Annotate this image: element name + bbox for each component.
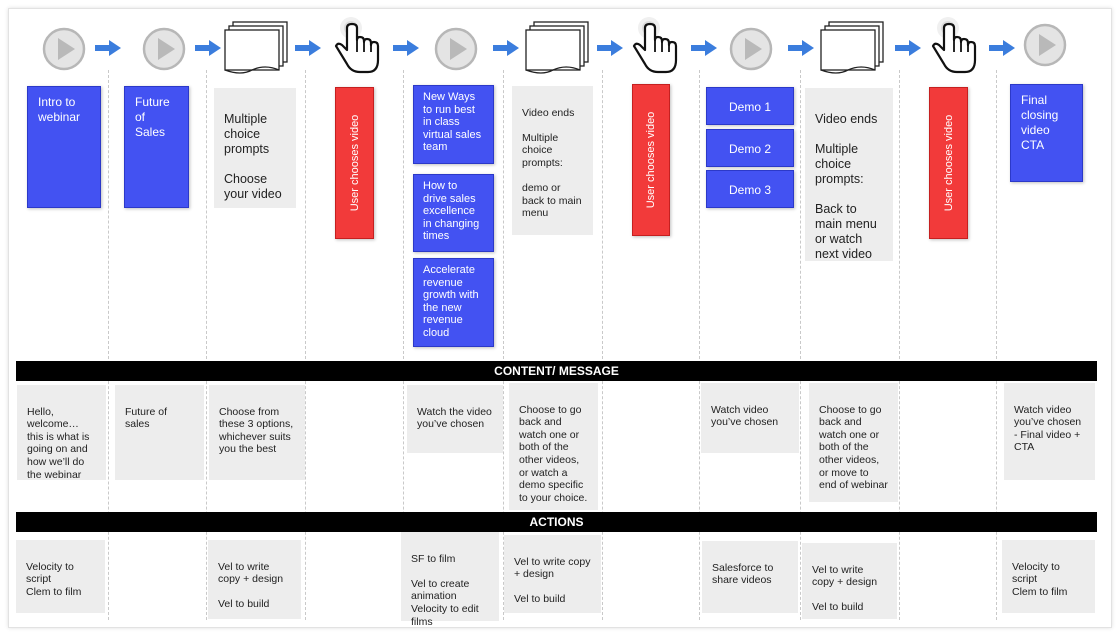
column-divider bbox=[899, 70, 900, 620]
action-cell-6: Vel to write copy + design Vel to build bbox=[504, 535, 601, 613]
stage-future-label: Future of Sales bbox=[135, 95, 170, 139]
column-divider bbox=[108, 70, 109, 620]
stage-multiple-choice-label: Multiple choice prompts Choose your vide… bbox=[224, 112, 282, 201]
choice-box: User chooses video bbox=[632, 84, 670, 236]
content-message-header: CONTENT/ MESSAGE bbox=[16, 361, 1097, 381]
play-icon bbox=[142, 27, 186, 71]
action-cell-11: Velocity to script Clem to film bbox=[1002, 540, 1095, 613]
action-text: Vel to write copy + design Vel to build bbox=[514, 555, 591, 606]
choice-box: User chooses video bbox=[929, 87, 968, 239]
video-option-3-label: Accelerate revenue growth with the new r… bbox=[423, 264, 479, 339]
documents-icon bbox=[820, 21, 884, 74]
stage-future-of-sales: Future of Sales bbox=[124, 86, 189, 208]
hand-pointer-icon bbox=[632, 17, 678, 74]
video-option-2: How to drive sales excellence in changin… bbox=[413, 174, 494, 252]
documents-icon bbox=[224, 21, 288, 74]
content-cell-8: Watch video you’ve chosen bbox=[701, 383, 799, 453]
content-text: Hello, welcome… this is what is going on… bbox=[27, 405, 90, 481]
arrow-right-icon bbox=[393, 40, 419, 56]
stage-intro-label: Intro to webinar bbox=[38, 95, 81, 124]
video-option-1: New Ways to run best in class virtual sa… bbox=[413, 85, 494, 164]
arrow-right-icon bbox=[788, 40, 814, 56]
content-text: Watch video you’ve chosen bbox=[711, 403, 779, 429]
stage-multiple-choice: Multiple choice prompts Choose your vide… bbox=[214, 88, 296, 208]
action-cell-8: Salesforce to share videos bbox=[702, 541, 798, 613]
content-text: Watch video you’ve chosen - Final video … bbox=[1014, 403, 1082, 454]
action-text: Velocity to script Clem to film bbox=[1012, 560, 1068, 598]
stage-video-ends-1-label: Video ends Multiple choice prompts: demo… bbox=[522, 106, 582, 220]
demo-2: Demo 2 bbox=[706, 129, 794, 167]
play-icon bbox=[434, 27, 478, 71]
stage-video-ends-1: Video ends Multiple choice prompts: demo… bbox=[512, 86, 593, 235]
video-option-3: Accelerate revenue growth with the new r… bbox=[413, 258, 494, 347]
play-icon bbox=[1023, 23, 1067, 67]
column-divider bbox=[996, 70, 997, 620]
demo-1: Demo 1 bbox=[706, 87, 794, 125]
demo-3: Demo 3 bbox=[706, 170, 794, 208]
content-cell-1: Hello, welcome… this is what is going on… bbox=[17, 385, 106, 481]
actions-header: ACTIONS bbox=[16, 512, 1097, 532]
content-text: Choose to go back and watch one or both … bbox=[519, 403, 588, 504]
content-cell-5: Watch the video you’ve chosen bbox=[407, 385, 503, 453]
video-option-1-label: New Ways to run best in class virtual sa… bbox=[423, 91, 482, 153]
stage-final-cta-label: Final closing video CTA bbox=[1021, 93, 1059, 152]
content-cell-11: Watch video you’ve chosen - Final video … bbox=[1004, 383, 1095, 480]
demo-1-label: Demo 1 bbox=[728, 100, 772, 114]
arrow-right-icon bbox=[195, 40, 221, 56]
action-cell-3: Vel to write copy + design Vel to build bbox=[208, 540, 301, 619]
action-cell-1: Velocity to script Clem to film bbox=[16, 540, 105, 613]
action-text: Vel to write copy + design Vel to build bbox=[218, 560, 284, 611]
content-cell-3: Choose from these 3 options, whichever s… bbox=[209, 385, 305, 480]
content-cell-2: Future of sales bbox=[115, 385, 204, 480]
choice-label: User chooses video bbox=[645, 111, 657, 209]
column-divider bbox=[800, 70, 801, 620]
stage-final-cta: Final closing video CTA bbox=[1010, 84, 1083, 182]
stage-video-ends-2: Video ends Multiple choice prompts: Back… bbox=[805, 88, 893, 261]
arrow-right-icon bbox=[691, 40, 717, 56]
action-text: Vel to write copy + design Vel to build bbox=[812, 563, 878, 614]
choice-label: User chooses video bbox=[942, 114, 955, 212]
play-icon bbox=[42, 27, 86, 71]
action-cell-9: Vel to write copy + design Vel to build bbox=[802, 543, 897, 619]
column-divider bbox=[305, 70, 306, 620]
arrow-right-icon bbox=[295, 40, 321, 56]
arrow-right-icon bbox=[989, 40, 1015, 56]
column-divider bbox=[403, 70, 404, 620]
stage-intro: Intro to webinar bbox=[27, 86, 101, 208]
documents-icon bbox=[525, 21, 589, 74]
column-divider bbox=[503, 70, 504, 620]
arrow-right-icon bbox=[597, 40, 623, 56]
column-divider bbox=[206, 70, 207, 620]
demo-3-label: Demo 3 bbox=[728, 183, 772, 197]
hand-pointer-icon bbox=[931, 17, 977, 74]
choice-label: User chooses video bbox=[348, 114, 361, 212]
choice-box: User chooses video bbox=[335, 87, 374, 239]
content-cell-9: Choose to go back and watch one or both … bbox=[809, 383, 898, 502]
arrow-right-icon bbox=[493, 40, 519, 56]
action-cell-5: SF to film Vel to create animation Veloc… bbox=[401, 532, 499, 628]
hand-pointer-icon bbox=[334, 17, 380, 74]
content-text: Choose to go back and watch one or both … bbox=[819, 403, 888, 492]
play-icon bbox=[729, 27, 773, 71]
content-text: Watch the video you’ve chosen bbox=[417, 405, 492, 431]
content-text: Future of sales bbox=[125, 405, 168, 431]
arrow-right-icon bbox=[895, 40, 921, 56]
stage-video-ends-2-label: Video ends Multiple choice prompts: Back… bbox=[815, 112, 878, 261]
content-cell-6: Choose to go back and watch one or both … bbox=[509, 383, 598, 510]
content-text: Choose from these 3 options, whichever s… bbox=[219, 405, 294, 456]
video-option-2-label: How to drive sales excellence in changin… bbox=[423, 180, 480, 242]
column-divider bbox=[699, 70, 700, 620]
column-divider bbox=[602, 70, 603, 620]
arrow-right-icon bbox=[95, 40, 121, 56]
action-text: SF to film Vel to create animation Veloc… bbox=[411, 552, 479, 628]
demo-2-label: Demo 2 bbox=[728, 142, 772, 156]
action-text: Salesforce to share videos bbox=[712, 561, 774, 587]
action-text: Velocity to script Clem to film bbox=[26, 560, 82, 598]
